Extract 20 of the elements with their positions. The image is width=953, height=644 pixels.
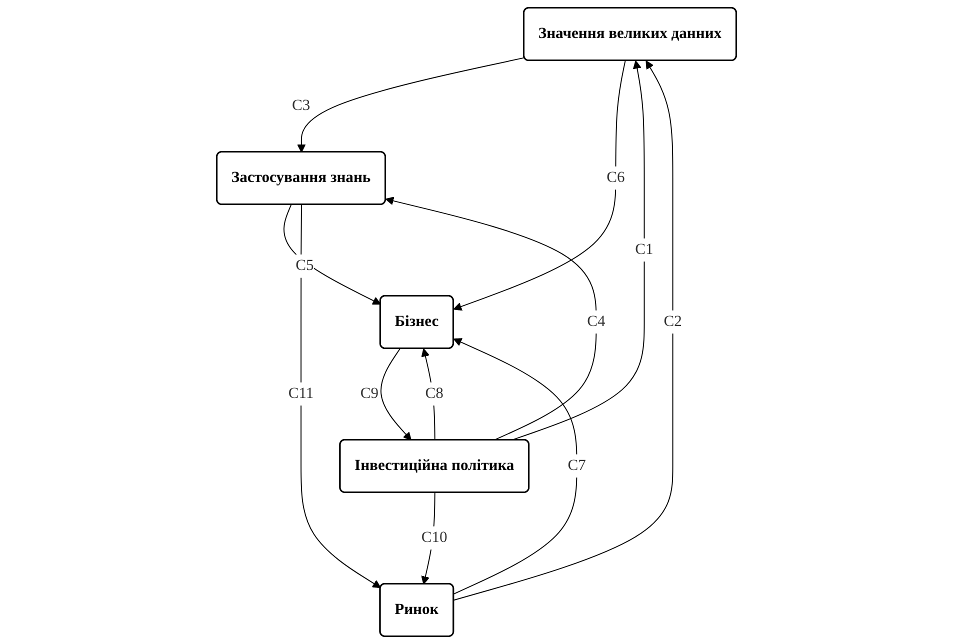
edge-label: C8 (425, 385, 444, 402)
arrow (421, 348, 436, 441)
edge-label: C6 (606, 169, 625, 186)
arrow (380, 348, 412, 441)
edge-label: C9 (360, 385, 379, 402)
arrow (283, 204, 382, 305)
edge-label: C5 (296, 257, 314, 274)
edge-label: C3 (292, 97, 310, 114)
edge-label: C4 (587, 313, 606, 330)
arrow (300, 204, 382, 588)
arrow (453, 60, 674, 601)
arrow (297, 57, 526, 153)
edge-label: C7 (568, 457, 586, 474)
edge-label: C1 (635, 241, 654, 258)
edge-label: C10 (421, 529, 448, 546)
edge-label: C2 (664, 313, 682, 330)
edge-label: C11 (288, 385, 314, 402)
arrow (453, 60, 626, 311)
arrow (453, 338, 578, 594)
arrow (385, 196, 597, 441)
